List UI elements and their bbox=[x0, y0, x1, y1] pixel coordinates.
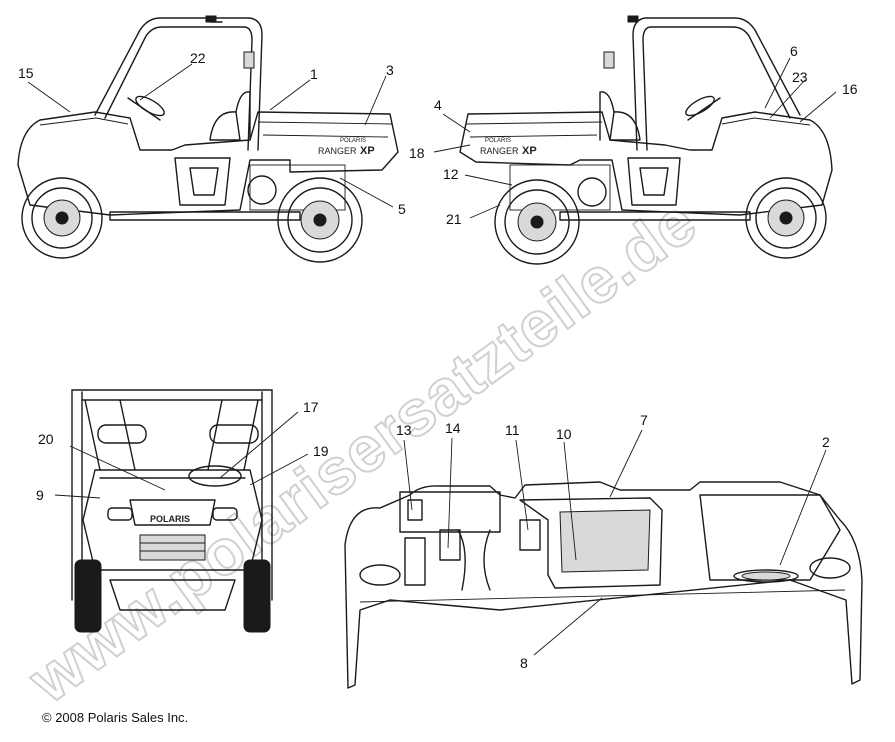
left-rear-wheel bbox=[277, 177, 363, 263]
right-front-wheel bbox=[745, 177, 827, 259]
polaris-decal-right: POLARIS bbox=[485, 138, 511, 144]
right-rear-wheel bbox=[494, 179, 580, 265]
callout-22: 22 bbox=[190, 50, 206, 66]
callout-12: 12 bbox=[443, 166, 459, 182]
xp-decal-left: XP bbox=[360, 145, 375, 157]
callout-20: 20 bbox=[38, 431, 54, 447]
callout-6: 6 bbox=[790, 43, 798, 59]
callout-11: 11 bbox=[505, 422, 520, 438]
right-side-view: RANGER XP POLARIS bbox=[433, 15, 837, 265]
callout-13: 13 bbox=[396, 422, 412, 438]
front-view: POLARIS bbox=[54, 389, 309, 633]
callout-3: 3 bbox=[386, 62, 394, 78]
callout-4: 4 bbox=[434, 97, 442, 113]
callout-14: 14 bbox=[445, 420, 461, 436]
dashboard-view bbox=[344, 429, 863, 689]
watermark-text: www.polarisersatzteile.de bbox=[15, 185, 709, 717]
callout-2: 2 bbox=[822, 434, 830, 450]
callout-1: 1 bbox=[310, 66, 318, 82]
callout-21: 21 bbox=[446, 211, 462, 227]
callout-15: 15 bbox=[18, 65, 34, 81]
left-front-wheel bbox=[21, 177, 103, 259]
ranger-decal-right: RANGER bbox=[480, 146, 519, 156]
polaris-decal-front: POLARIS bbox=[150, 514, 190, 524]
callout-9: 9 bbox=[36, 487, 44, 503]
callout-19: 19 bbox=[313, 443, 329, 459]
callout-23: 23 bbox=[792, 69, 808, 85]
callout-16: 16 bbox=[842, 81, 858, 97]
callout-18: 18 bbox=[409, 145, 425, 161]
callout-7: 7 bbox=[640, 412, 648, 428]
callout-17: 17 bbox=[303, 399, 319, 415]
copyright-notice: © 2008 Polaris Sales Inc. bbox=[42, 710, 189, 725]
xp-decal-right: XP bbox=[522, 145, 537, 157]
ranger-decal-left: RANGER bbox=[318, 146, 357, 156]
callout-5: 5 bbox=[398, 201, 406, 217]
left-side-view: RANGER XP POLARIS bbox=[17, 15, 399, 263]
callout-10: 10 bbox=[556, 426, 572, 442]
polaris-decal-left: POLARIS bbox=[340, 138, 366, 144]
callout-8: 8 bbox=[520, 655, 528, 671]
